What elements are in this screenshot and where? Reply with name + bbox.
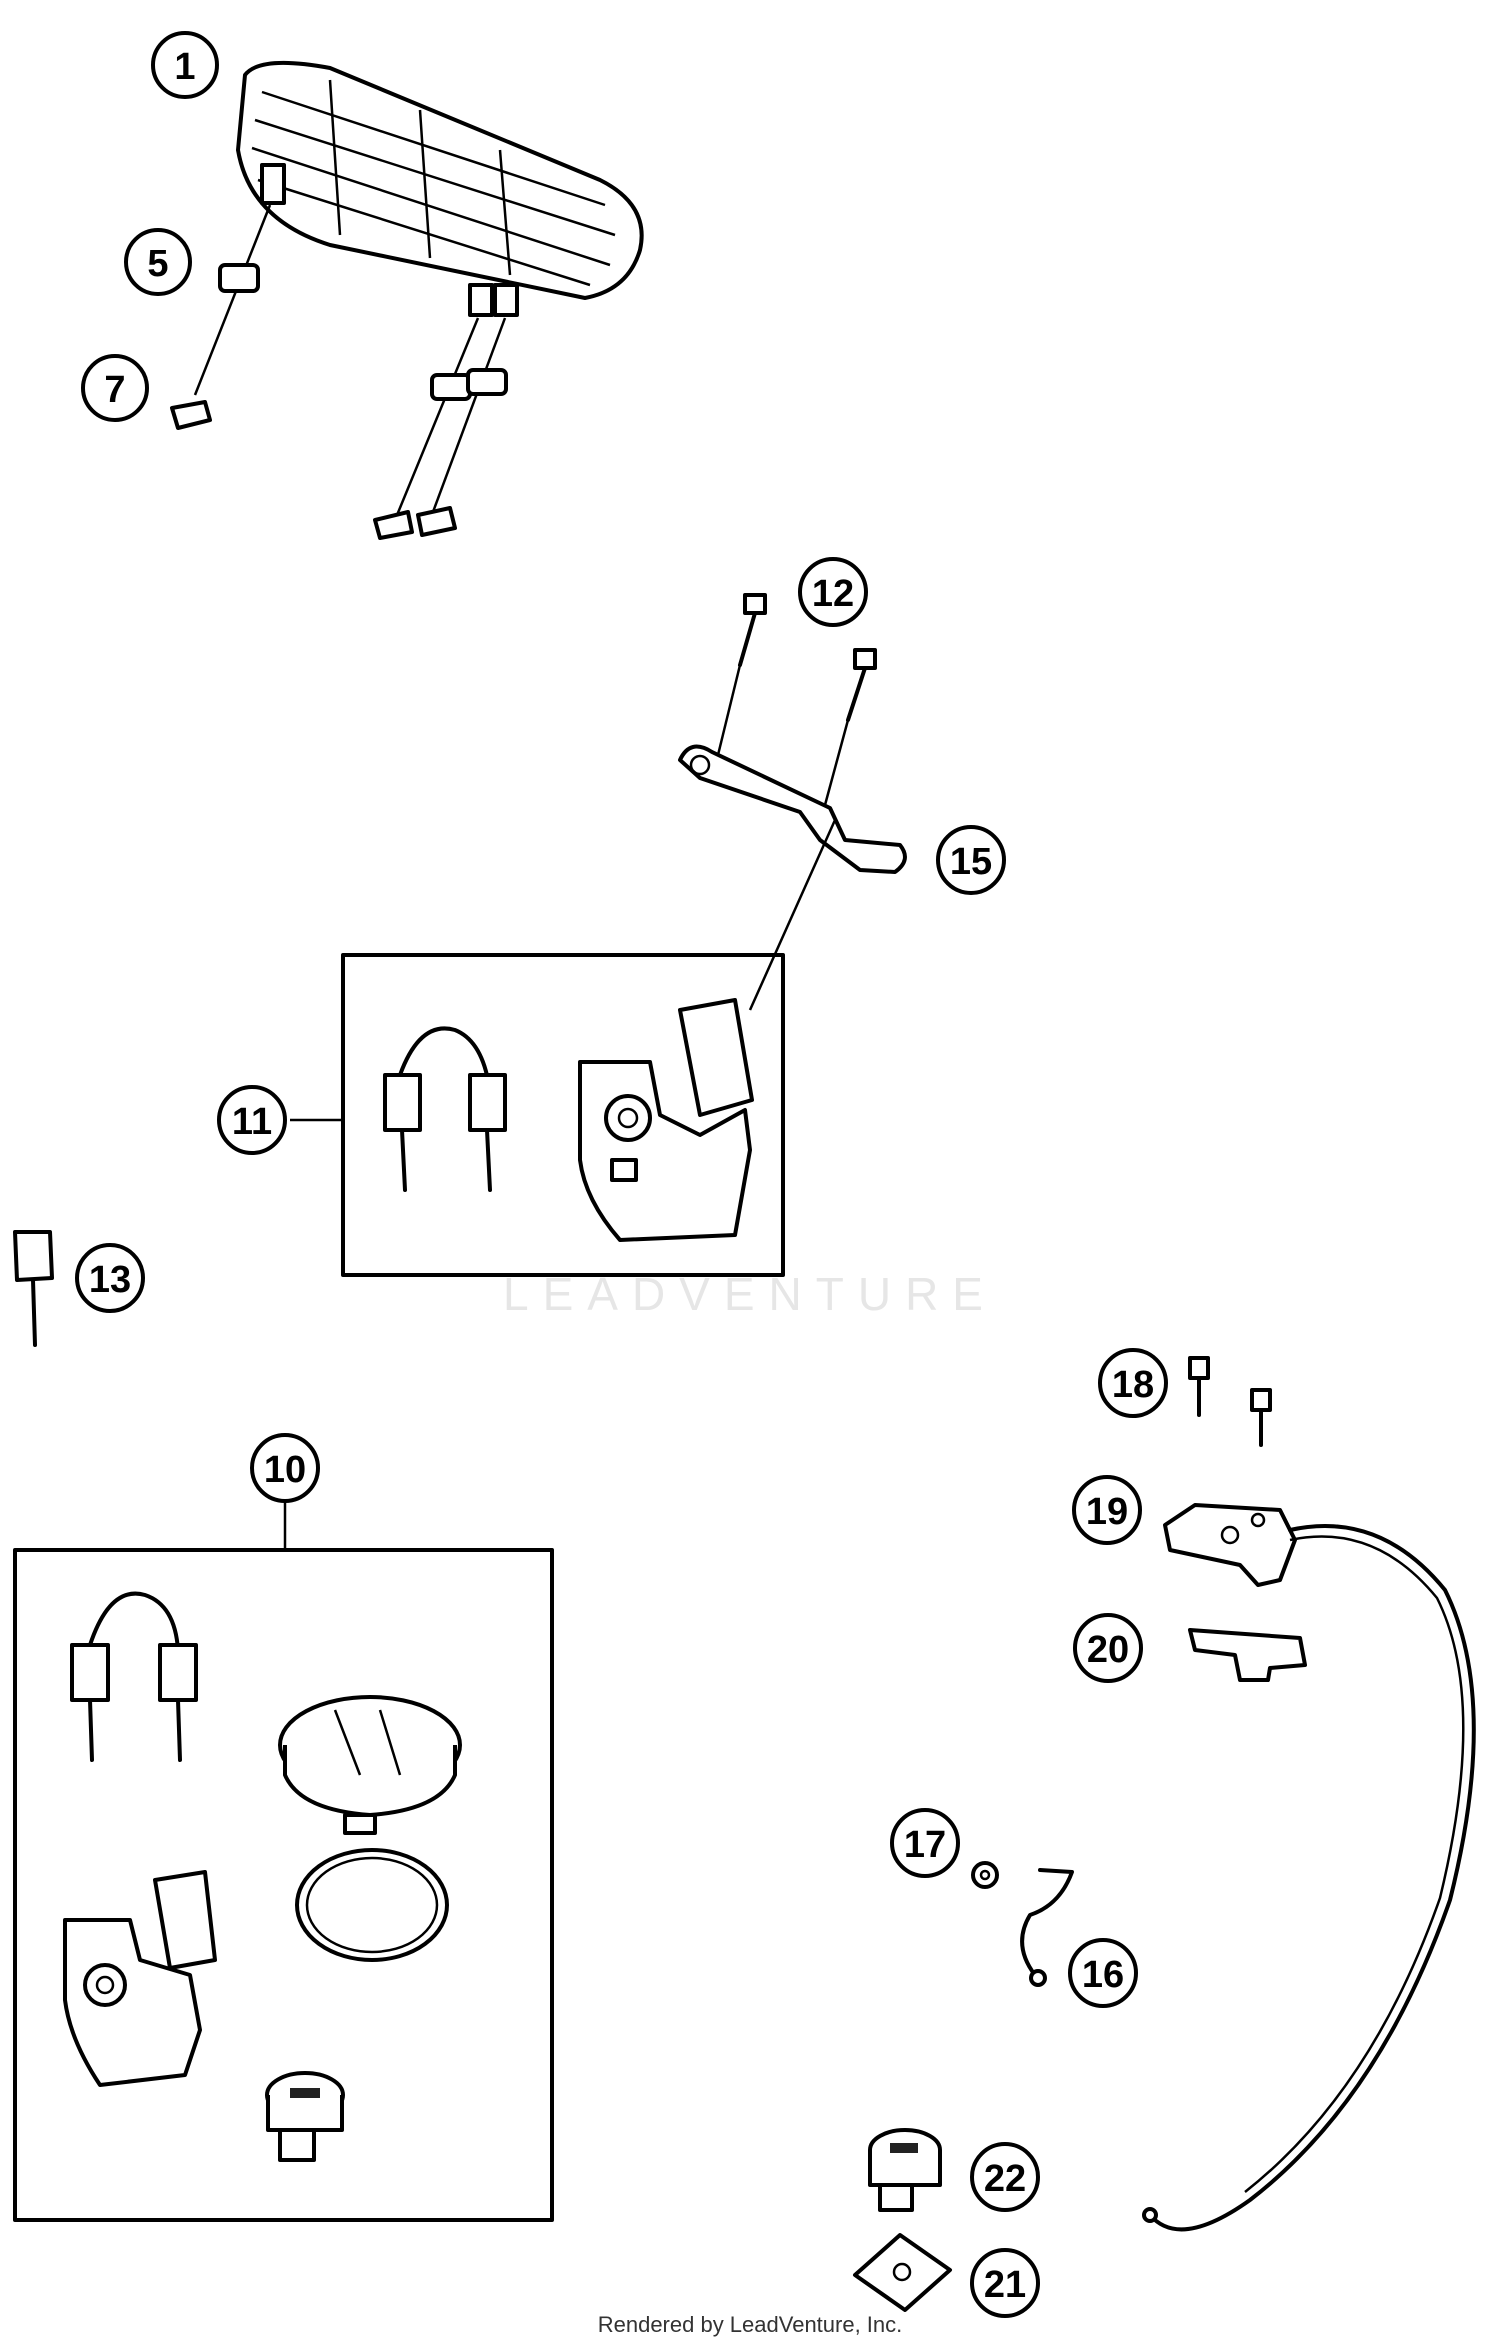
callout-18[interactable]: 18 [1098,1348,1168,1418]
callout-label: 22 [984,2158,1026,2200]
screw-pair[interactable] [738,593,877,722]
mounting-screw[interactable] [170,400,457,540]
ignition-lock-set[interactable] [63,1870,217,2087]
callout-16[interactable]: 16 [1068,1938,1138,2008]
callout-label: 1 [174,46,195,88]
lock-cylinder-right[interactable] [868,2128,942,2212]
nut[interactable] [971,1861,999,1889]
callout-label: 13 [89,1259,131,1301]
callout-label: 16 [1082,1954,1124,1996]
callout-21[interactable]: 21 [970,2248,1040,2318]
callout-label: 11 [232,1101,272,1143]
callout-label: 18 [1112,1364,1154,1406]
support-plate[interactable] [1188,1628,1307,1682]
mounting-bracket[interactable] [678,744,907,874]
clamp[interactable] [1020,1868,1074,1987]
key-blank[interactable] [13,1230,54,1347]
callout-label: 19 [1086,1491,1128,1533]
key-pair-set[interactable] [70,1591,198,1762]
key-pair[interactable] [383,1026,507,1192]
callout-19[interactable]: 19 [1072,1475,1142,1545]
callout-1[interactable]: 1 [151,31,219,99]
callout-label: 5 [147,243,168,285]
box-lock-set [13,1548,554,2222]
callout-label: 12 [812,573,854,615]
credit-text: Rendered by LeadVenture, Inc. [598,2312,903,2337]
box-ignition-lock-set [341,953,785,1277]
lock-cylinder[interactable] [265,2071,345,2162]
callout-17[interactable]: 17 [890,1808,960,1878]
callout-label: 17 [904,1824,946,1866]
cable-actuator[interactable] [1163,1503,1297,1587]
rubber-grommet[interactable] [218,263,508,401]
callout-label: 20 [1087,1629,1129,1671]
callout-20[interactable]: 20 [1073,1613,1143,1683]
fuel-cap[interactable] [278,1695,462,1835]
callout-label: 7 [104,369,125,411]
callout-label: 21 [984,2264,1026,2306]
callout-12[interactable]: 12 [798,557,868,627]
callout-label: 10 [264,1449,306,1491]
callout-15[interactable]: 15 [936,825,1006,895]
ignition-lock[interactable] [578,998,754,1242]
callout-7[interactable]: 7 [81,354,149,422]
cable [1148,1524,1476,2232]
seal-ring[interactable] [295,1848,449,1962]
instrument-cluster[interactable] [236,60,644,317]
callout-22[interactable]: 22 [970,2142,1040,2212]
callout-10[interactable]: 10 [250,1433,320,1503]
callout-5[interactable]: 5 [124,228,192,296]
gasket-plate[interactable] [853,2233,952,2312]
callout-label: 15 [950,841,992,883]
callout-13[interactable]: 13 [75,1243,145,1313]
screw-pair-right[interactable] [1188,1356,1272,1447]
callout-11[interactable]: 11 [217,1085,287,1155]
